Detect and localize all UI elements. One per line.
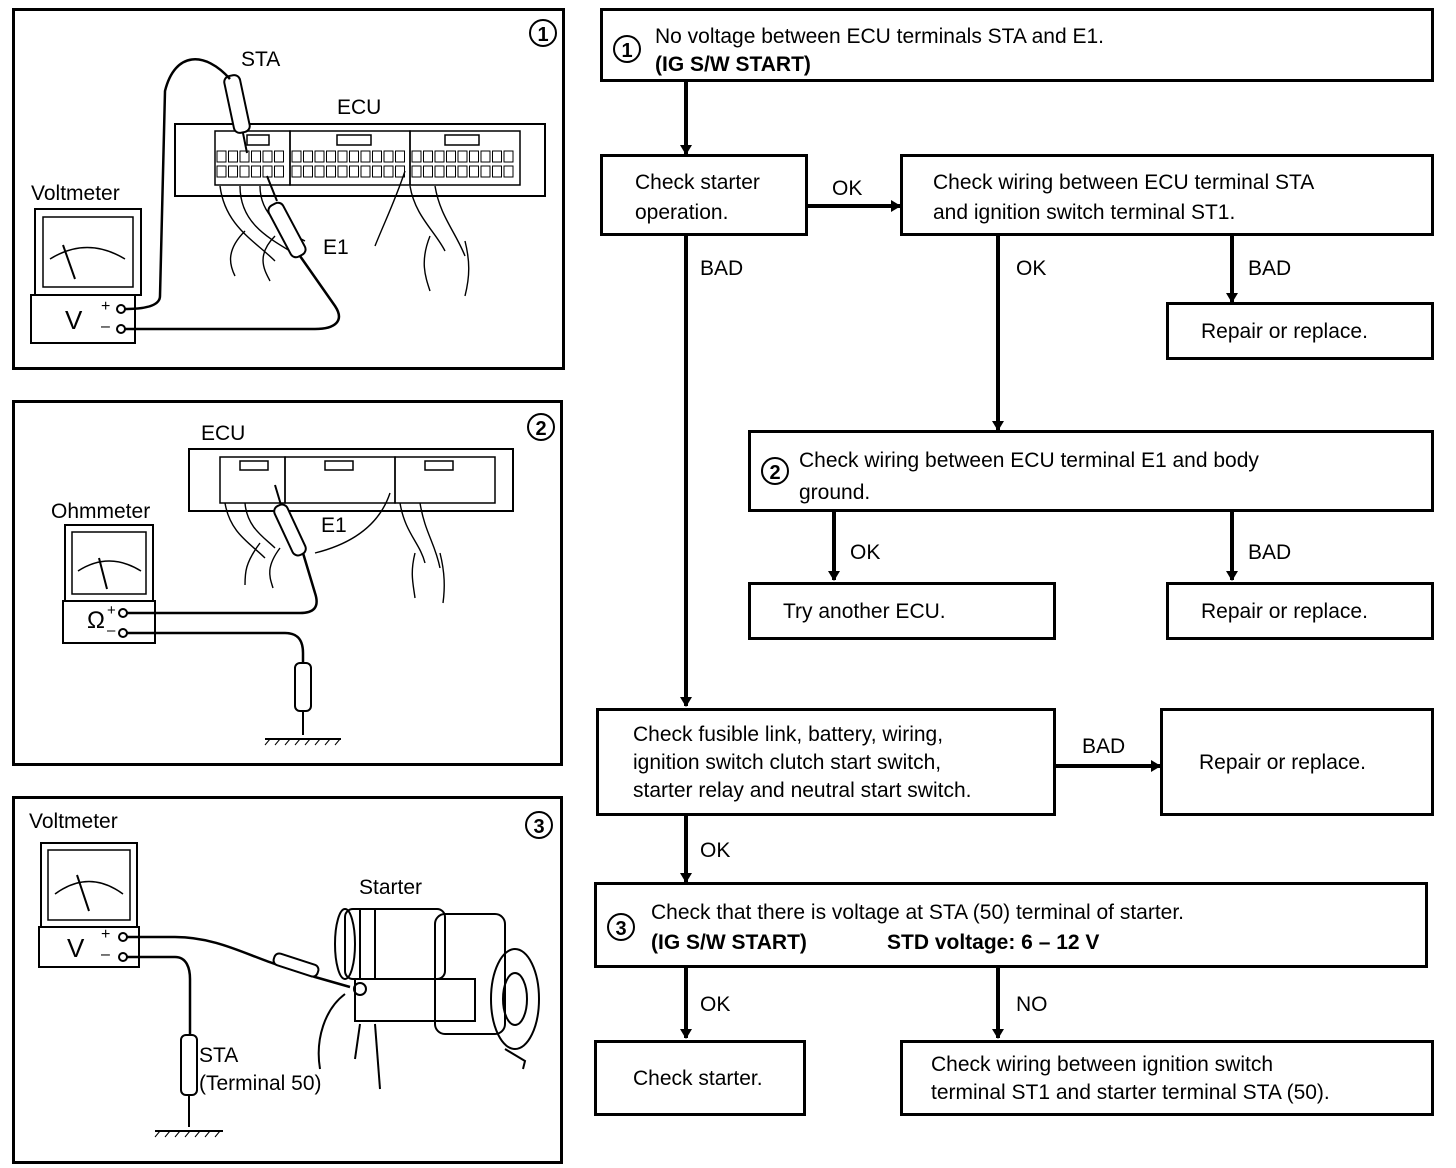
figure-2-ohmmeter-e1: 2 ECU Ohmmeter E1 Ω + – bbox=[12, 400, 563, 766]
repair-replace-1-text: Repair or replace. bbox=[1201, 320, 1368, 343]
repair-replace-3-box: Repair or replace. bbox=[1160, 708, 1434, 816]
try-another-ecu-box: Try another ECU. bbox=[748, 582, 1056, 640]
starter-motor-icon bbox=[317, 908, 540, 1090]
check-starter-operation-box: Check starter operation. bbox=[600, 154, 808, 236]
step-3-line2a: (IG S/W START) bbox=[651, 931, 807, 954]
repair-replace-2-text: Repair or replace. bbox=[1201, 600, 1368, 623]
voltmeter-label: Voltmeter bbox=[31, 182, 120, 205]
check-wiring-st1-box: Check wiring between ignition switch ter… bbox=[900, 1040, 1434, 1116]
check-fusible-line2: ignition switch clutch start switch, bbox=[633, 751, 942, 774]
plus-terminal-icon: + bbox=[101, 926, 111, 943]
check-wiring-st1-line2: terminal ST1 and starter terminal STA (5… bbox=[931, 1081, 1330, 1104]
check-starter-box: Check starter. bbox=[594, 1040, 806, 1116]
check-wiring-sta-line1: Check wiring between ECU terminal STA bbox=[933, 171, 1315, 194]
check-starter-text: Check starter. bbox=[633, 1067, 763, 1090]
step-1-line1: No voltage between ECU terminals STA and… bbox=[655, 25, 1105, 48]
voltmeter-symbol: V bbox=[67, 933, 85, 963]
minus-terminal-icon: – bbox=[107, 622, 116, 639]
step-3-number: 3 bbox=[607, 913, 635, 941]
edge-label-ok: OK bbox=[850, 541, 881, 564]
step-3-box: 3 Check that there is voltage at STA (50… bbox=[594, 882, 1428, 968]
check-wiring-st1-line1: Check wiring between ignition switch bbox=[931, 1053, 1273, 1076]
edge-label-bad: BAD bbox=[1082, 735, 1126, 758]
edge-label-ok: OK bbox=[700, 993, 731, 1016]
figure-1-number: 1 bbox=[529, 19, 557, 47]
plus-terminal-icon: + bbox=[101, 298, 111, 315]
e1-label: E1 bbox=[321, 514, 347, 537]
figure-3-number: 3 bbox=[525, 811, 553, 839]
step-2-line2: ground. bbox=[799, 481, 871, 504]
check-starter-operation-line1: Check starter bbox=[635, 171, 760, 194]
step-1-number: 1 bbox=[613, 35, 641, 63]
terminal-50-label: (Terminal 50) bbox=[199, 1072, 322, 1095]
step-1-box: 1 No voltage between ECU terminals STA a… bbox=[600, 8, 1434, 82]
figure-2-drawing bbox=[62, 448, 514, 746]
voltmeter-label: Voltmeter bbox=[29, 810, 118, 833]
edge-label-ok: OK bbox=[832, 177, 863, 200]
minus-terminal-icon: – bbox=[101, 946, 110, 963]
edge-label-bad: BAD bbox=[700, 257, 744, 280]
check-wiring-sta-box: Check wiring between ECU terminal STA an… bbox=[900, 154, 1434, 236]
edge-label-no: NO bbox=[1016, 993, 1048, 1016]
figure-2-number: 2 bbox=[527, 413, 555, 441]
check-fusible-line1: Check fusible link, battery, wiring, bbox=[633, 723, 944, 746]
repair-replace-2-box: Repair or replace. bbox=[1166, 582, 1434, 640]
try-another-ecu-text: Try another ECU. bbox=[783, 600, 946, 623]
repair-replace-3-text: Repair or replace. bbox=[1199, 751, 1366, 774]
check-wiring-sta-line2: and ignition switch terminal ST1. bbox=[933, 201, 1236, 224]
figure-1-voltmeter-sta-e1: 1 STA ECU Voltmeter E1 V + – bbox=[12, 8, 565, 370]
figure-3-drawing bbox=[38, 842, 540, 1138]
e1-label: E1 bbox=[323, 236, 349, 259]
step-2-line1: Check wiring between ECU terminal E1 and… bbox=[799, 449, 1259, 472]
step-2-box: 2 Check wiring between ECU terminal E1 a… bbox=[748, 430, 1434, 512]
ohmmeter-symbol: Ω bbox=[87, 607, 105, 634]
check-starter-operation-line2: operation. bbox=[635, 201, 729, 224]
ohmmeter-label: Ohmmeter bbox=[51, 500, 151, 523]
minus-terminal-icon: – bbox=[101, 318, 110, 335]
sta-label: STA bbox=[241, 48, 281, 71]
step-3-line1: Check that there is voltage at STA (50) … bbox=[651, 901, 1185, 924]
step-3-line2b: STD voltage: 6 – 12 V bbox=[887, 931, 1100, 954]
edge-label-bad: BAD bbox=[1248, 257, 1292, 280]
step-1-line2: (IG S/W START) bbox=[655, 53, 811, 76]
ecu-label: ECU bbox=[201, 422, 246, 445]
edge-label-ok: OK bbox=[1016, 257, 1047, 280]
edge-label-bad: BAD bbox=[1248, 541, 1292, 564]
figure-3-starter-voltage: 3 Voltmeter Starter V + – STA (Terminal … bbox=[12, 796, 563, 1164]
voltmeter-symbol: V bbox=[65, 305, 83, 335]
figure-1-drawing bbox=[30, 58, 546, 344]
edge-label-ok: OK bbox=[700, 839, 731, 862]
check-fusible-link-box: Check fusible link, battery, wiring, ign… bbox=[596, 708, 1056, 816]
check-fusible-line3: starter relay and neutral start switch. bbox=[633, 779, 972, 802]
ecu-label: ECU bbox=[337, 96, 382, 119]
repair-replace-1-box: Repair or replace. bbox=[1166, 302, 1434, 360]
sta-label: STA bbox=[199, 1044, 239, 1067]
starter-label: Starter bbox=[359, 876, 423, 899]
step-2-number: 2 bbox=[761, 457, 789, 485]
plus-terminal-icon: + bbox=[107, 602, 116, 619]
